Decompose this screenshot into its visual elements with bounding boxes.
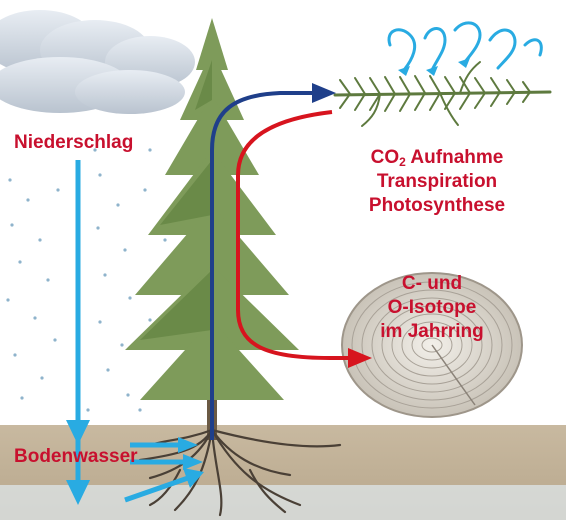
rain-icon	[6, 148, 167, 412]
isotope-label-line-1: C- und	[401, 273, 463, 294]
soil-water-label: Bodenwasser	[14, 446, 138, 467]
isotope-label-block: C- und O-Isotope im Jahrring	[372, 272, 492, 343]
isotope-label-line-2: O-Isotope	[387, 296, 477, 318]
tree-ring-icon	[341, 272, 523, 418]
soil-water-arrows	[124, 437, 204, 503]
isotope-label-line-3: im Jahrring	[380, 320, 484, 342]
precipitation-label: Niederschlag	[14, 132, 134, 153]
cloud-icon	[0, 10, 195, 114]
photosynthesis-label: Photosynthese	[368, 194, 506, 216]
process-label-block: CO2 Aufnahme Transpiration Photosynthese	[362, 146, 512, 218]
twig-icon	[333, 61, 552, 127]
evaporation-swirl-icon	[387, 21, 543, 76]
precipitation-arrow	[66, 160, 90, 505]
water-transport-arrow	[210, 83, 336, 440]
co2-uptake-label: CO2 Aufnahme	[370, 147, 504, 169]
groundwater-band	[0, 485, 566, 520]
transpiration-label: Transpiration	[376, 171, 498, 192]
carbon-allocation-arrow	[236, 110, 372, 368]
